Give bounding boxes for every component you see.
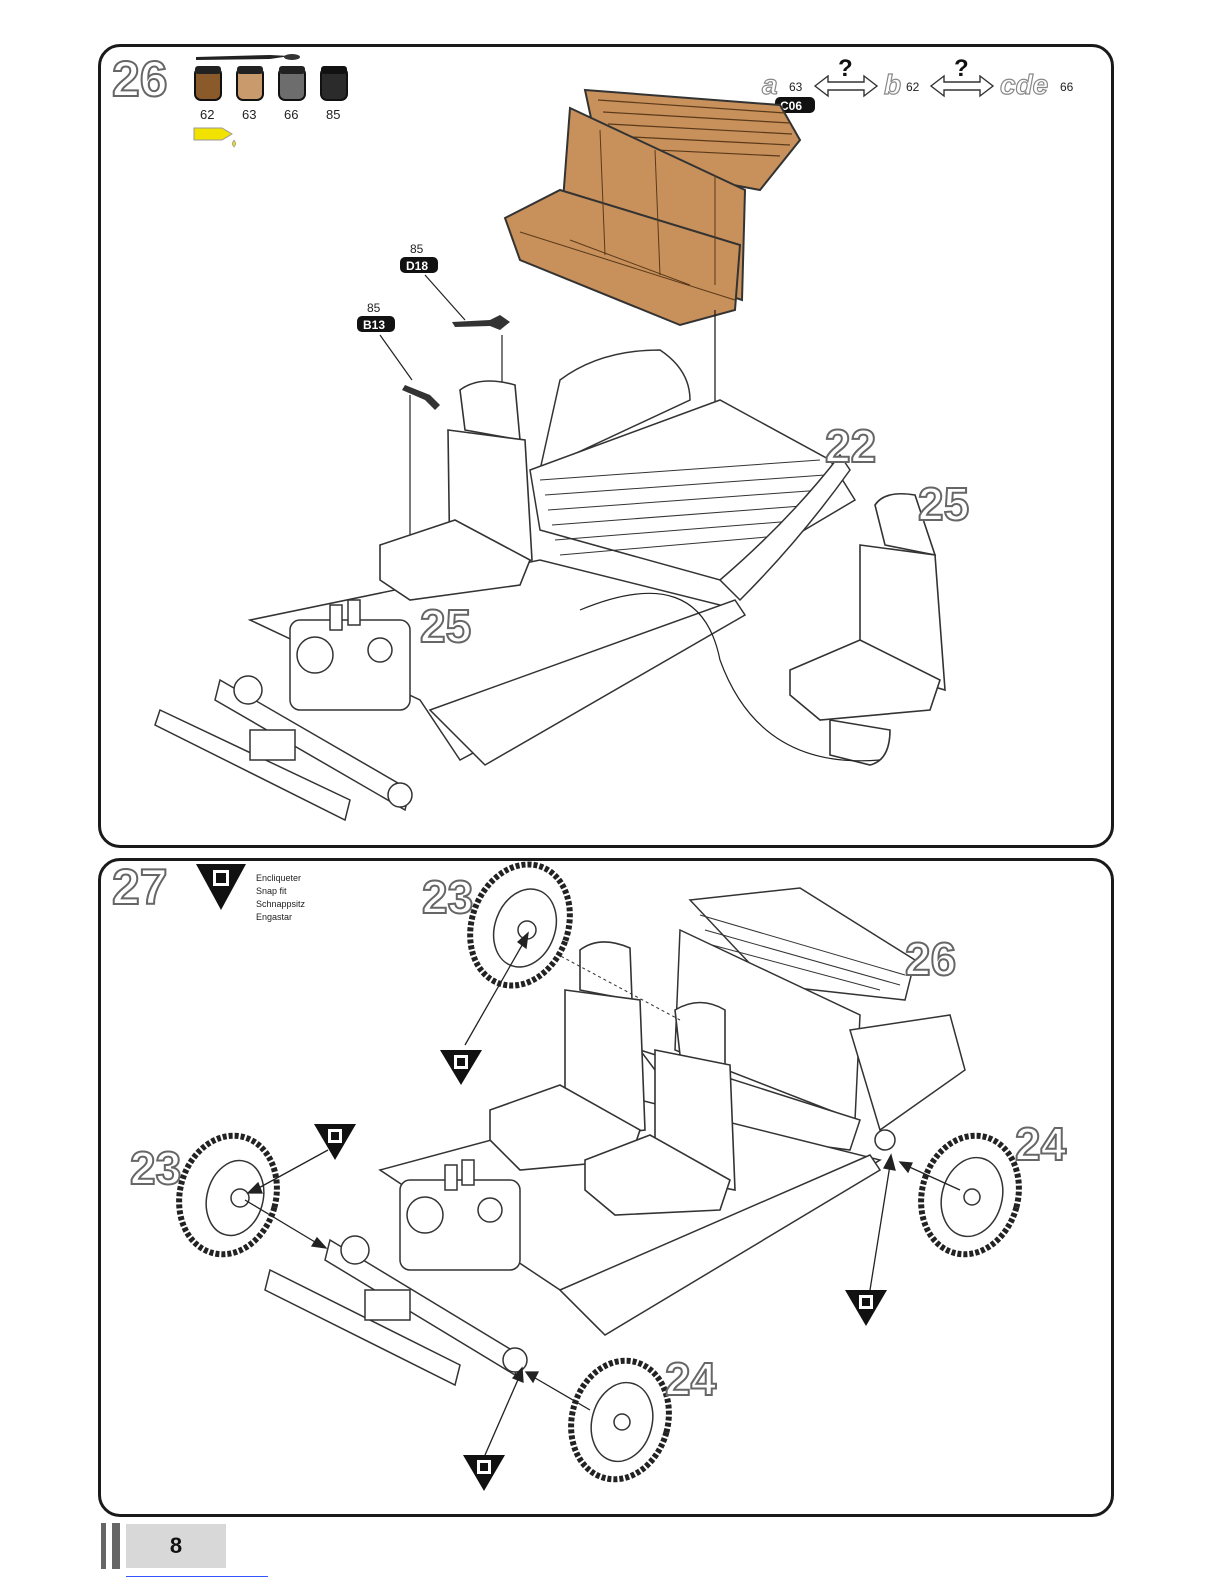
paint-pots bbox=[195, 66, 347, 100]
snap-text-fr: Encliqueter bbox=[256, 872, 305, 885]
ref-23-top: 23 bbox=[422, 871, 473, 923]
front-seat-right bbox=[790, 494, 945, 765]
snap-fit-icon bbox=[845, 1290, 887, 1326]
ref-26: 26 bbox=[905, 933, 956, 985]
paint-pot-icon bbox=[195, 66, 221, 100]
snap-fit-icon bbox=[463, 1455, 505, 1491]
brush-icon bbox=[196, 54, 300, 60]
svg-text:B13: B13 bbox=[363, 318, 385, 332]
paint-pot-icon bbox=[321, 66, 347, 100]
snap-fit-legend: Encliqueter Snap fit Schnappsitz Engasta… bbox=[256, 872, 305, 924]
variant-cde-paint: 66 bbox=[1060, 80, 1074, 94]
ref-22: 22 bbox=[825, 420, 876, 472]
lever-part-d18 bbox=[452, 315, 510, 330]
ref-24-bottom: 24 bbox=[665, 1353, 717, 1405]
glue-tube-icon bbox=[194, 128, 236, 147]
snap-text-de: Schnappsitz bbox=[256, 898, 305, 911]
ref-23-left: 23 bbox=[130, 1142, 181, 1194]
snap-text-es: Engastar bbox=[256, 911, 305, 924]
wheel-left bbox=[166, 1125, 290, 1266]
front-seat-left bbox=[380, 381, 532, 600]
question-mark-2: ? bbox=[954, 55, 969, 82]
footer-underline bbox=[126, 1576, 268, 1577]
part-tag-d18: D18 bbox=[400, 257, 438, 273]
paint-label-63: 63 bbox=[242, 107, 256, 122]
question-mark-1: ? bbox=[838, 55, 853, 82]
variant-b-paint: 62 bbox=[906, 80, 920, 94]
variant-b-label: b bbox=[884, 69, 901, 100]
ref-25-left: 25 bbox=[420, 600, 471, 652]
page-number: 8 bbox=[126, 1524, 226, 1568]
paint-label-85: 85 bbox=[326, 107, 340, 122]
svg-text:D18: D18 bbox=[406, 259, 428, 273]
variant-a-paint: 63 bbox=[789, 80, 803, 94]
variant-a-label: a bbox=[762, 69, 778, 100]
ref-24-right: 24 bbox=[1015, 1118, 1067, 1170]
footer-bar bbox=[101, 1523, 106, 1569]
part-tag-b13: B13 bbox=[357, 316, 395, 332]
snap-text-en: Snap fit bbox=[256, 885, 305, 898]
wheel-top bbox=[454, 850, 587, 999]
wheel-right bbox=[908, 1125, 1032, 1266]
paint-label-62: 62 bbox=[200, 107, 214, 122]
part-d18-paint: 85 bbox=[410, 242, 424, 256]
step-27-number: 27 bbox=[112, 859, 168, 915]
variant-cde-label: cde bbox=[1000, 69, 1048, 100]
step-26-number: 26 bbox=[112, 51, 168, 107]
paint-pot-icon bbox=[279, 66, 305, 100]
wheel-bottom bbox=[558, 1350, 682, 1491]
ref-25-right: 25 bbox=[918, 478, 969, 530]
snap-fit-icon bbox=[196, 864, 246, 910]
handle-part-b13 bbox=[402, 385, 440, 410]
paint-pot-icon bbox=[237, 66, 263, 100]
snap-fit-icon bbox=[440, 1050, 482, 1085]
footer-bar bbox=[112, 1523, 120, 1569]
part-b13-paint: 85 bbox=[367, 301, 381, 315]
rear-bench-seat bbox=[505, 90, 800, 325]
paint-label-66: 66 bbox=[284, 107, 298, 122]
